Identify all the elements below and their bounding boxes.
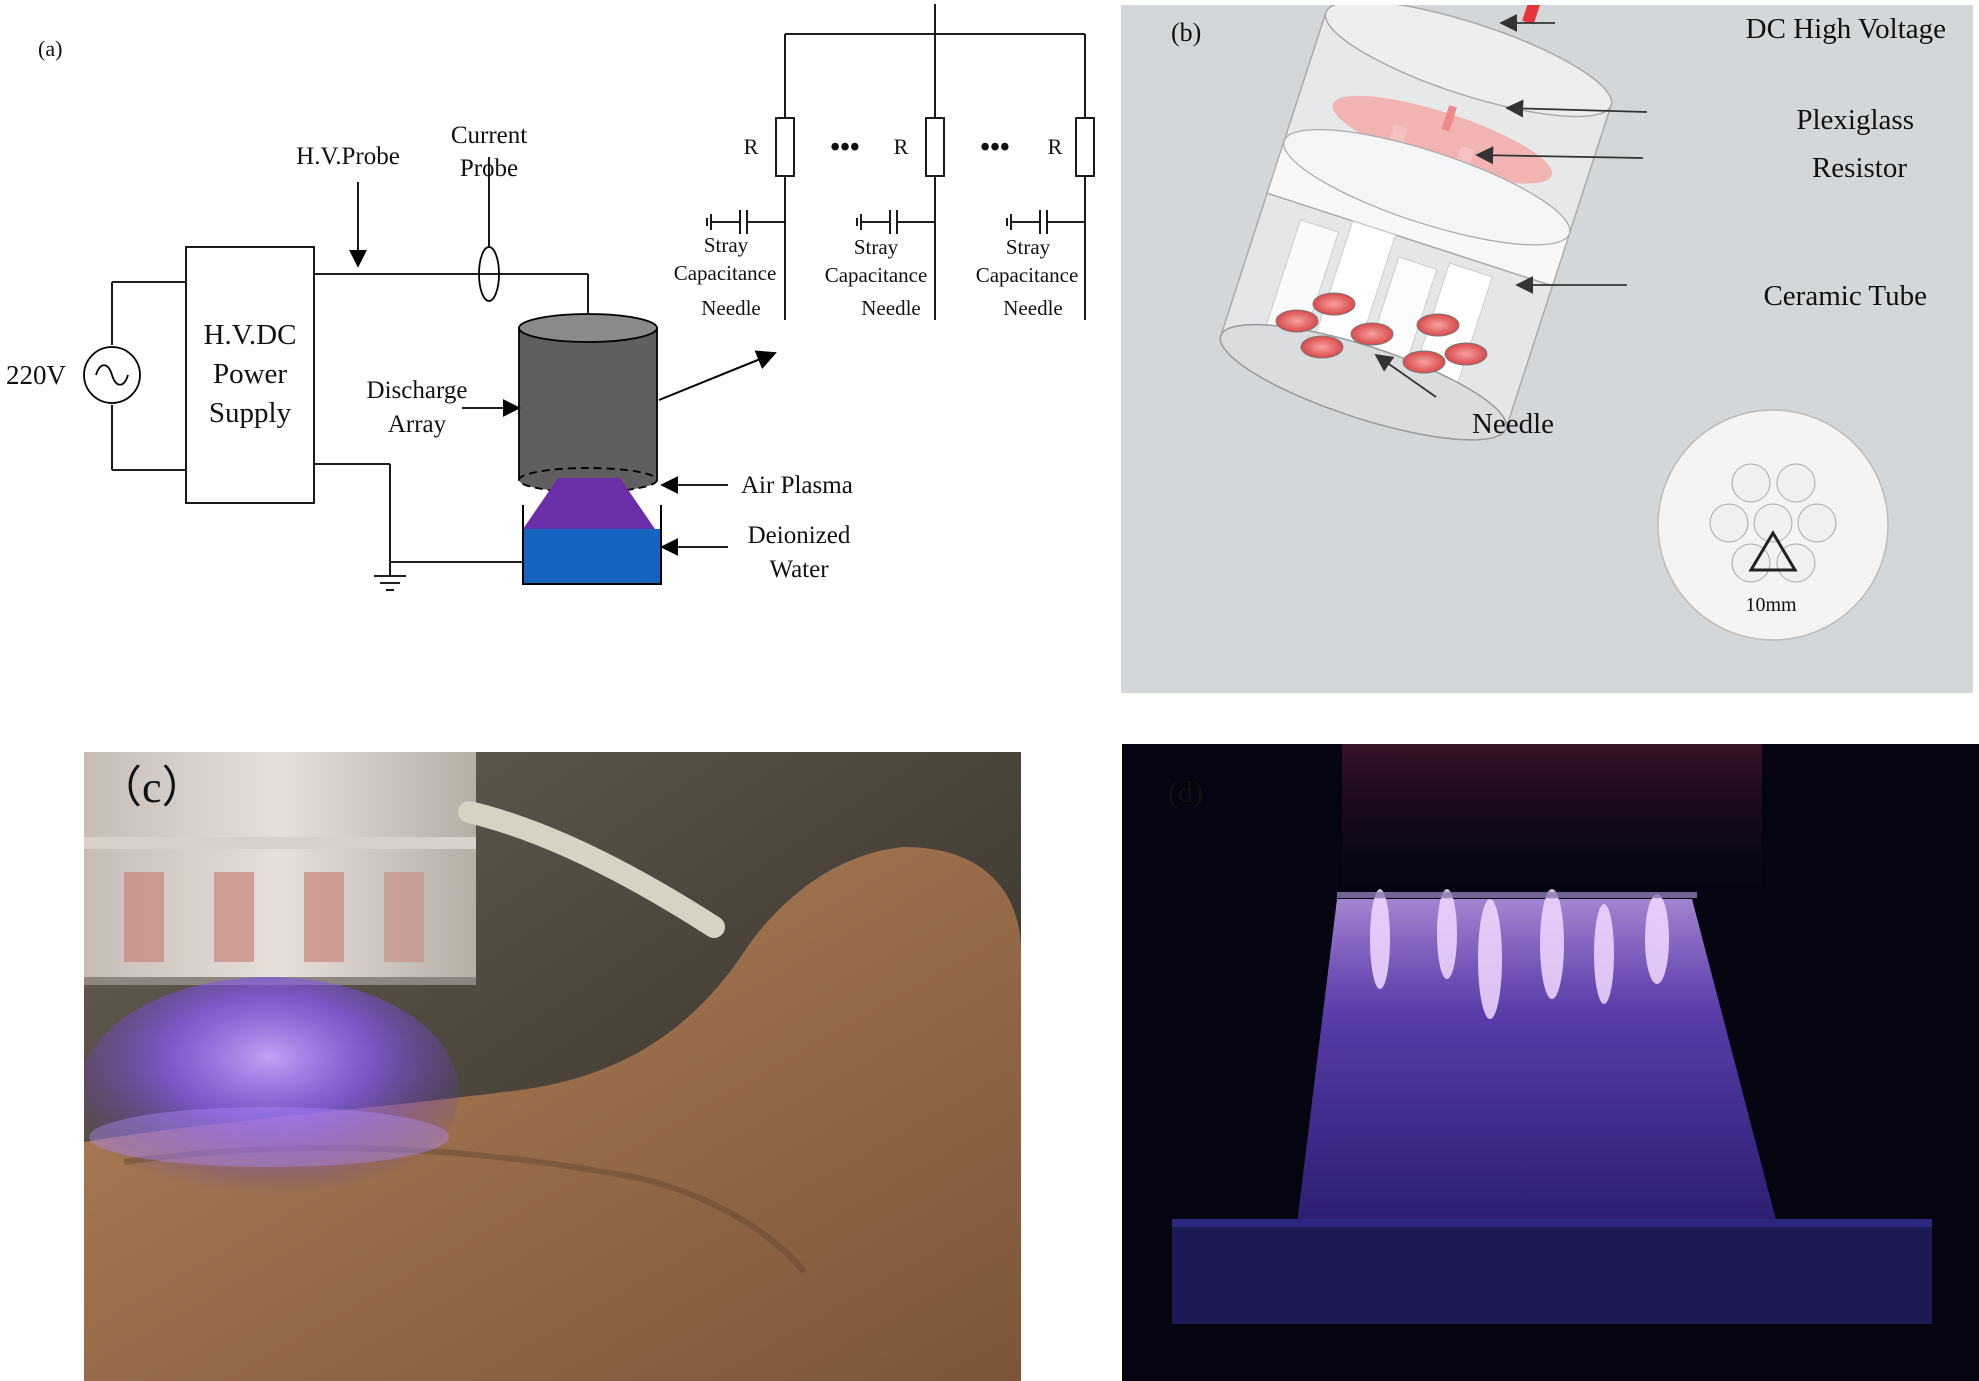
stray-label-2: Stray: [854, 235, 899, 259]
zoom-arrow: [658, 350, 777, 401]
resistor-label: Resistor: [1812, 152, 1907, 184]
ellipsis-2: •••: [980, 132, 1009, 163]
panel-a-schematic: (a) 220V H.V.DC Power Supply H.V.Probe C…: [0, 0, 1100, 700]
panel-b-model: (b) DC High Voltage Plexiglass Resistor …: [1121, 5, 1973, 693]
panel-c-tag: （c）: [98, 763, 206, 812]
panel-d-photo: (d): [1122, 744, 1979, 1381]
dc-high-voltage-label: DC High Voltage: [1746, 13, 1946, 45]
needle-label-1: Needle: [701, 296, 760, 320]
hv-probe-label: H.V.Probe: [296, 143, 400, 170]
stray-label-1: Stray: [704, 233, 749, 257]
current-probe-label-1: Current: [451, 122, 527, 149]
ceramic-tube-label: Ceramic Tube: [1763, 280, 1927, 312]
panel-a-tag: (a): [38, 36, 62, 61]
air-plasma-shape: [523, 478, 655, 529]
ellipsis-1: •••: [830, 132, 859, 163]
capacitance-label-1: Capacitance: [674, 261, 777, 285]
resistor-label-2: R: [894, 134, 909, 159]
needle-label: Needle: [1472, 408, 1554, 440]
resistor-label-3: R: [1048, 134, 1063, 159]
panel-d-tag: (d): [1168, 776, 1203, 809]
discharge-array-label-1: Discharge: [367, 377, 468, 404]
ac-source-icon: [83, 346, 141, 404]
plexiglass-label: Plexiglass: [1796, 104, 1914, 136]
plasma-glow: [84, 977, 459, 1207]
discharge-array-label-2: Array: [388, 411, 447, 438]
plasma-jets: [1370, 889, 1669, 1019]
supply-label-2: Power: [213, 358, 287, 390]
supply-label-3: Supply: [209, 397, 292, 429]
resistor-disc: [1332, 95, 1552, 184]
device-model: [1219, 5, 1613, 441]
cross-section-inset: [1657, 409, 1889, 641]
air-plasma-label: Air Plasma: [741, 472, 853, 499]
discharge-array: [518, 313, 658, 493]
supply-tube: [458, 801, 725, 938]
hv-wire: [1522, 5, 1541, 25]
scale-label: 10mm: [1745, 594, 1797, 616]
needle-label-3: Needle: [1003, 296, 1062, 320]
electrode-edge: [1337, 892, 1697, 898]
source-voltage-label: 220V: [6, 360, 67, 390]
capacitance-label-3: Capacitance: [976, 263, 1079, 287]
needle-holes: [1275, 292, 1488, 374]
base-plate: [1172, 1219, 1932, 1324]
resistor-label-1: R: [744, 134, 759, 159]
capacitance-label-2: Capacitance: [825, 263, 928, 287]
current-probe-label-2: Probe: [460, 155, 518, 182]
needle-label-2: Needle: [861, 296, 920, 320]
water-container: [522, 505, 662, 585]
water-label-2: Water: [769, 556, 829, 583]
panel-b-tag: (b): [1171, 18, 1201, 47]
stray-label-3: Stray: [1006, 235, 1051, 259]
hand: [84, 847, 1021, 1381]
supply-label-1: H.V.DC: [204, 319, 297, 351]
water-label-1: Deionized: [748, 522, 851, 549]
panel-c-photo: （c）: [84, 752, 1021, 1381]
